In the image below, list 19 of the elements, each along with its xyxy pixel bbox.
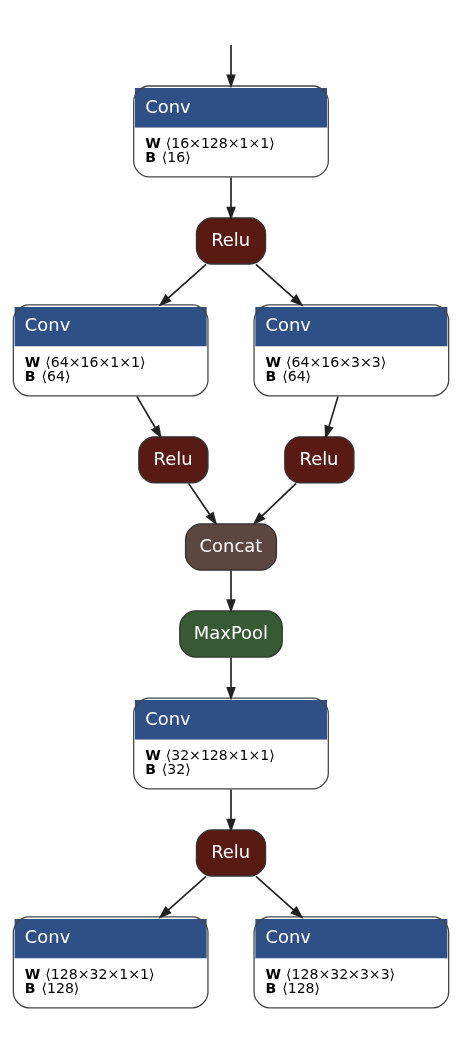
arrow [255,875,304,919]
arrow [226,176,236,221]
arrow [226,44,236,89]
arrow [187,482,218,526]
node-box: Relu [195,829,267,877]
node-box: Relu [195,217,267,265]
arrow [226,656,236,701]
node-box: Relu [284,436,355,484]
arrow [136,395,162,439]
arrow [226,569,236,613]
node-box: Relu [138,436,209,484]
arrow [158,263,207,307]
arrow [226,788,236,833]
arrow [158,875,207,919]
arrow [255,263,304,307]
arrow [252,482,297,526]
arrow [324,395,339,440]
node-box: Concat [184,523,278,571]
node-box: MaxPool [179,610,283,658]
